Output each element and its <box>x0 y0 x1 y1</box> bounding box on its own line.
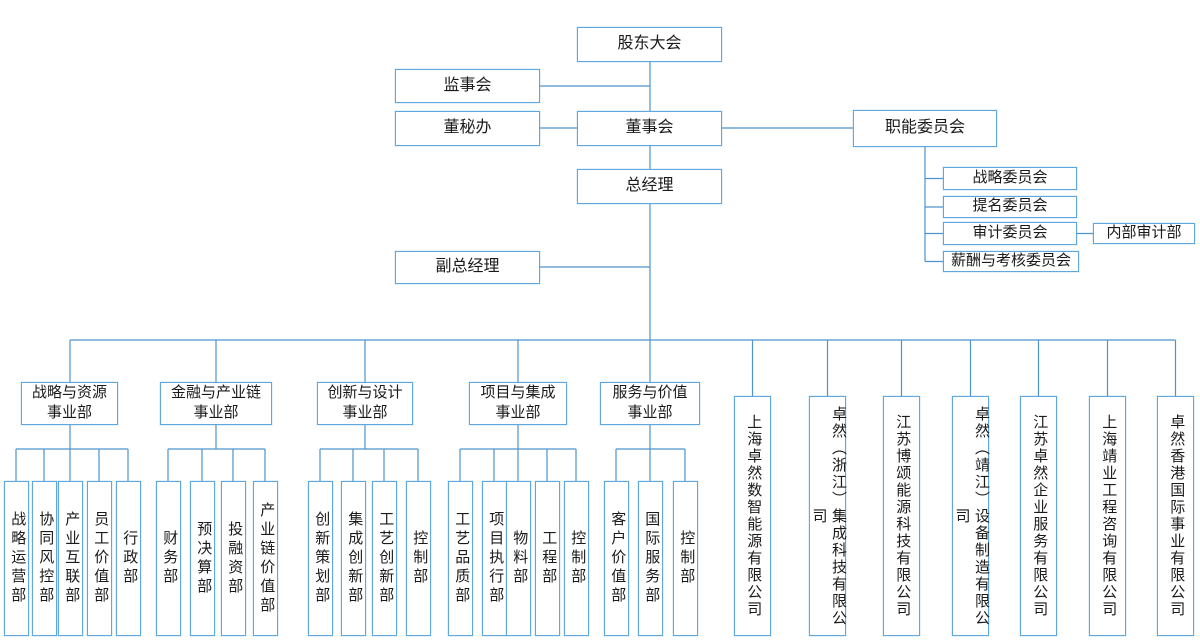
subsidiary-box: 上海卓然数智能源有限公司 <box>734 396 771 636</box>
dept-box: 财务部 <box>156 481 181 636</box>
node-deputy-general-manager: 副总经理 <box>395 251 540 284</box>
dept-box: 产业互联部 <box>58 481 83 636</box>
division-box-project-integration: 项目与集成 事业部 <box>469 382 567 425</box>
dept-box: 物料部 <box>506 481 531 636</box>
subsidiary-box: 江苏卓然企业服务有限公司 <box>1020 396 1057 636</box>
dept-box: 国际服务部 <box>638 481 663 636</box>
dept-box: 客户价值部 <box>604 481 629 636</box>
node-general-manager: 总经理 <box>577 169 722 204</box>
dept-box: 产业链价值部 <box>253 481 278 636</box>
dept-box: 协同风控部 <box>32 481 57 636</box>
node-shareholders-meeting: 股东大会 <box>577 27 722 62</box>
node-board-secretary-office: 董秘办 <box>395 111 540 146</box>
committee-compensation: 薪酬与考核委员会 <box>943 251 1079 272</box>
division-box-innovation-design: 创新与设计 事业部 <box>317 382 413 425</box>
subsidiary-box: 卓然（浙江）集成科技有限公司 <box>809 396 846 636</box>
dept-box: 员工价值部 <box>87 481 112 636</box>
node-supervisory-board: 监事会 <box>395 69 540 103</box>
dept-box: 工艺创新部 <box>372 481 397 636</box>
dept-box: 项目执行部 <box>482 481 507 636</box>
node-board-of-directors: 董事会 <box>577 111 722 146</box>
committee-nomination: 提名委员会 <box>943 196 1077 218</box>
division-box-finance-industry-chain: 金融与产业链 事业部 <box>160 382 272 425</box>
dept-box: 投融资部 <box>221 481 246 636</box>
connector-division-trees <box>15 425 686 481</box>
dept-box: 创新策划部 <box>308 481 333 636</box>
division-box-strategy-resources: 战略与资源 事业部 <box>21 382 118 425</box>
dept-box: 预决算部 <box>190 481 215 636</box>
connector-committees <box>924 147 1093 263</box>
subsidiary-box: 江苏博颂能源科技有限公司 <box>883 396 920 636</box>
committee-strategy: 战略委员会 <box>943 167 1077 190</box>
subsidiary-box: 卓然香港国际事业有限公司 <box>1157 396 1194 636</box>
division-box-service-value: 服务与价值 事业部 <box>600 382 700 425</box>
dept-box: 行政部 <box>116 481 141 636</box>
connector-main-bus <box>69 339 1177 396</box>
dept-box: 控制部 <box>564 481 589 636</box>
node-functional-committees: 职能委员会 <box>853 110 997 147</box>
dept-box: 工艺品质部 <box>448 481 473 636</box>
committee-audit: 审计委员会 <box>943 222 1077 245</box>
dept-box: 控制部 <box>673 481 698 636</box>
subsidiary-box: 卓然（靖江）设备制造有限公司 <box>952 396 989 636</box>
dept-box: 集成创新部 <box>341 481 366 636</box>
dept-box: 战略运营部 <box>4 481 29 636</box>
subsidiary-box: 上海靖业工程咨询有限公司 <box>1089 396 1126 636</box>
dept-box: 控制部 <box>406 481 431 636</box>
node-internal-audit-dept: 内部审计部 <box>1093 223 1195 244</box>
dept-box: 工程部 <box>535 481 560 636</box>
